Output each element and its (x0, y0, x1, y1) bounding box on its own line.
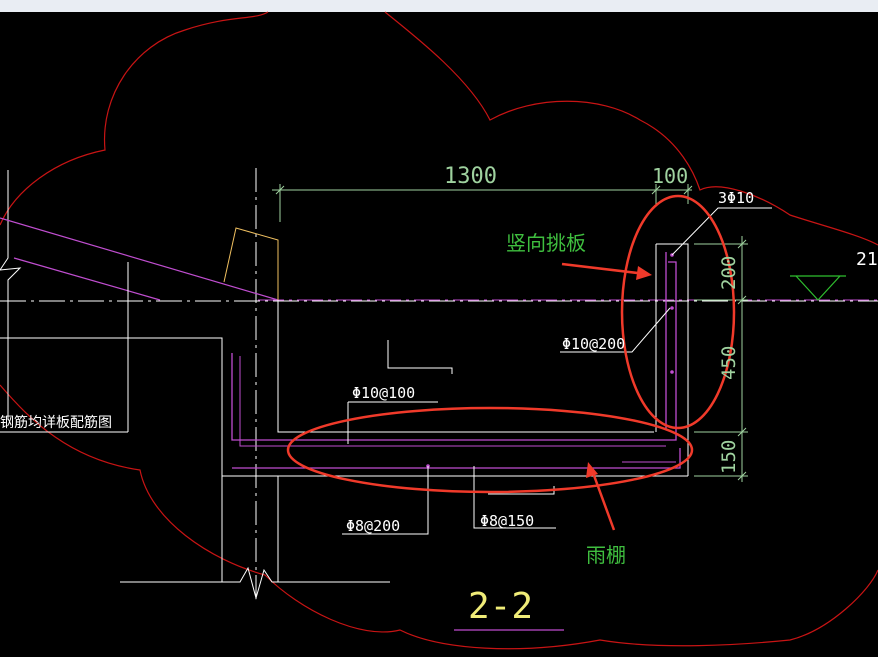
left-break-line (0, 170, 22, 420)
parapet-outline (223, 227, 279, 300)
section-title: 2-2 (468, 586, 533, 627)
window-top-bar (0, 0, 878, 12)
dimension-200-label: 200 (718, 256, 740, 290)
rebar-top-inner (239, 356, 666, 447)
dimension-lines (272, 184, 748, 482)
roof-slope-lower (13, 257, 161, 301)
rebar-label-phi10-100: Φ10@100 (352, 384, 415, 402)
leader-lines (342, 207, 772, 535)
dimension-450-label: 450 (718, 346, 740, 380)
vertical-board-outline (655, 243, 689, 476)
rebar-label-3phi10: 3Φ10 (718, 189, 754, 207)
left-note-text: 钢筋均详板配筋图 (0, 414, 112, 431)
rebar-bottom (232, 448, 681, 469)
canopy-highlight-ellipse (286, 406, 694, 494)
dimension-100-label: 100 (652, 164, 688, 188)
slab-level-mark (387, 340, 453, 374)
elevation-marker (790, 275, 846, 301)
revision-cloud (0, 11, 878, 650)
rebar-top-bent (231, 261, 677, 441)
canopy-arrow (590, 469, 616, 531)
rebar-label-phi8-200: Φ8@200 (346, 517, 400, 535)
slab-level-mark-2 (488, 486, 555, 495)
wall-outline-left (0, 337, 223, 582)
bottom-break-line (120, 566, 390, 600)
rebar-dot-2 (670, 306, 674, 310)
canopy-arrowhead (586, 462, 598, 478)
rebar-dot-3 (670, 370, 674, 374)
rebar-label-phi8-150: Φ8@150 (480, 512, 534, 530)
annotation-canopy: 雨棚 (586, 543, 626, 567)
canopy-top-outline (277, 300, 654, 433)
dimension-150-label: 150 (718, 440, 740, 474)
vertical-board-arrow (561, 262, 647, 276)
annotation-vertical-board: 竖向挑板 (506, 231, 586, 255)
vertical-board-arrowhead (636, 266, 652, 280)
vertical-board-highlight-ellipse (620, 194, 736, 430)
rebar-label-phi10-200: Φ10@200 (562, 335, 625, 353)
roof-slope-upper (0, 217, 279, 301)
dimension-1300-label: 1300 (444, 164, 497, 189)
right-edge-dimension-label: 21 (856, 249, 878, 270)
